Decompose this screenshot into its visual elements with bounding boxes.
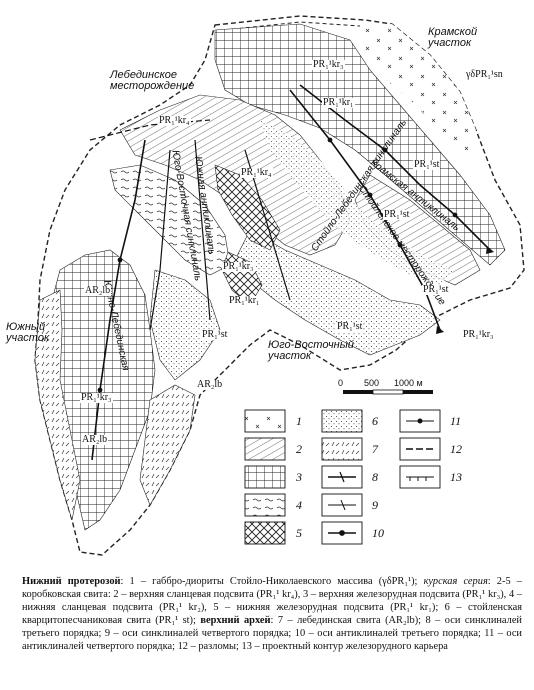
- unit-label-kr1: PR₁¹kr₁: [228, 295, 261, 306]
- unit-label-ar: AR₂lb: [81, 434, 109, 445]
- unit-label-gabbro: γδPR₁¹sn: [465, 69, 504, 80]
- legend-number: 3: [296, 470, 302, 484]
- unit-label-st: PR₁¹st: [201, 329, 229, 340]
- unit-label-st: PR₁¹st: [383, 209, 411, 220]
- label-kramskoy-site: Крамской участок: [428, 26, 478, 49]
- label-lebedinskoe-deposit: Лебединское месторождение: [110, 69, 195, 92]
- unit-gabbro-area: [360, 24, 476, 160]
- caption-text: : 1 – габбро-диориты Стойло-Николаевског…: [120, 576, 424, 587]
- legend-number: 6: [372, 414, 378, 428]
- caption-era-lower-proterozoic: Нижний протерозой: [22, 576, 121, 587]
- unit-label-st: PR₁¹st: [422, 284, 450, 295]
- caption-text: : 7 – лебединская свита (AR₂lb); 8 – оси…: [22, 615, 522, 652]
- unit-st-area-south: [149, 269, 221, 381]
- legend-number: 5: [296, 526, 302, 540]
- unit-st-area-central: [260, 120, 455, 285]
- figure-caption: Нижний протерозой: 1 – габбро-диориты Ст…: [22, 575, 522, 653]
- unit-kr1-area: [214, 164, 281, 251]
- unit-st-area: [234, 229, 441, 356]
- unit-kr2-area: [109, 164, 231, 276]
- legend-number: 4: [296, 498, 302, 512]
- unit-label-st: PR₁¹st: [413, 159, 441, 170]
- caption-series-name: курская серия: [423, 576, 488, 587]
- unit-label-kr3: PR₁¹kr₃: [222, 261, 255, 272]
- unit-label-ar: AR₂lb: [196, 379, 224, 390]
- scale-tick-1000: 1000 м: [394, 378, 423, 388]
- unit-label-ar: AR₂lb: [84, 285, 112, 296]
- unit-label-kr3: PR₁¹kr₃: [462, 329, 495, 340]
- unit-label-kr4: PR₁¹kr₄: [240, 167, 273, 178]
- legend-number: 10: [372, 526, 384, 540]
- legend-number: 9: [372, 498, 378, 512]
- unit-label-kr3: PR₁¹kr₃: [80, 392, 113, 403]
- caption-text: : 2-5 – коробковская свита: 2 – верхняя …: [22, 576, 522, 626]
- scale-tick-0: 0: [338, 378, 344, 388]
- unit-label-kr1: PR₁¹kr₁: [322, 97, 355, 108]
- legend-number: 8: [372, 470, 378, 484]
- label-yugo-vostochny-site: Юго-Восточный участок: [268, 339, 354, 362]
- legend-number: 12: [450, 442, 462, 456]
- legend-symbols: [328, 418, 434, 536]
- unit-label-kr4: PR₁¹kr₄: [158, 115, 191, 126]
- legend-number: 1: [296, 414, 302, 428]
- unit-label-kr3: PR₁¹kr₃: [312, 59, 345, 70]
- caption-era-upper-archean: верхний архей: [200, 615, 271, 626]
- legend-number: 11: [450, 414, 462, 428]
- unit-label-st: PR₁¹st: [336, 321, 364, 332]
- legend-number: 2: [296, 442, 302, 456]
- legend-number: 13: [450, 470, 462, 484]
- legend-number: 7: [372, 442, 378, 456]
- unit-ar-area: [34, 289, 81, 521]
- geological-map: [34, 15, 525, 556]
- unit-ar-area-east: [139, 384, 196, 506]
- label-yuzhny-site: Южный участок: [6, 321, 50, 344]
- scale-tick-500: 500: [364, 378, 380, 388]
- scale-bar: [343, 389, 433, 395]
